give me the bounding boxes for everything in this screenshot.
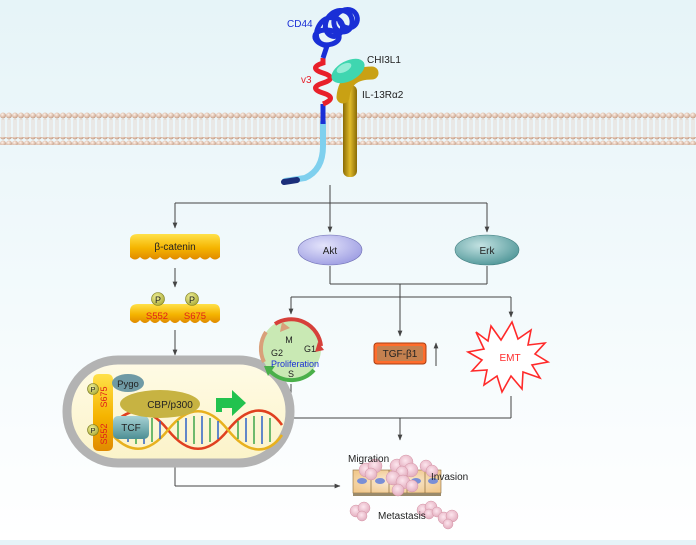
nucleus-phospho-label-1: P	[90, 385, 95, 394]
cd44-label: CD44	[287, 19, 313, 30]
chi3l1-label: CHI3L1	[367, 55, 401, 66]
emt-node: EMT	[465, 320, 551, 395]
phospho-circle-2	[185, 292, 199, 306]
akt-node: Akt	[297, 234, 363, 266]
cbp-label: CBP/p300	[147, 400, 193, 411]
phospho-circle-1	[151, 292, 165, 306]
beta-catenin-node: β-catenin	[130, 234, 220, 260]
cell-cycle-proliferation: Proliferation	[271, 359, 319, 369]
s552-label: S552	[146, 311, 168, 322]
cell-cycle-g2: G2	[271, 348, 283, 358]
cd44-receptor	[281, 7, 360, 185]
beta-catenin-label: β-catenin	[154, 242, 195, 253]
cell-cycle-m: M	[285, 335, 293, 345]
invasion-label: Invasion	[431, 472, 468, 483]
phospho-label-1: P	[155, 295, 161, 305]
nucleus-phospho-1	[87, 383, 99, 395]
tcf-label: TCF	[121, 423, 140, 434]
akt-label: Akt	[323, 246, 338, 257]
transcription-arrow-icon	[216, 390, 246, 416]
nucleus-s552-label: S552	[99, 423, 109, 444]
nucleus-phospho-label-2: P	[90, 426, 95, 435]
pathway-arrows	[172, 185, 514, 489]
chi3l1-protein	[331, 58, 365, 84]
emt-label: EMT	[499, 353, 520, 364]
phospho-beta-catenin-node: P P S552 S675	[130, 292, 220, 323]
tgf-beta1-node: TGF-β1	[373, 342, 439, 366]
s675-label: S675	[184, 311, 206, 322]
nucleus-s675-label: S675	[99, 386, 109, 407]
migration-label: Migration	[348, 454, 389, 465]
metastasis-label: Metastasis	[378, 511, 426, 522]
nucleus-phospho-2	[87, 424, 99, 436]
tgf-beta1-label: TGF-β1	[383, 349, 418, 360]
cell-cycle: M G1 G2 Proliferation S	[258, 317, 324, 383]
cell-cycle-s: S	[288, 369, 294, 379]
transcription-complex: P P S675 S552 TCF CBP/p300 Pygo	[87, 374, 200, 451]
erk-label: Erk	[480, 246, 496, 257]
migrating-cells	[349, 454, 459, 530]
cell-cycle-g1: G1	[304, 344, 316, 354]
pygo-label: Pygo	[117, 379, 139, 390]
v3-label: v3	[301, 75, 312, 86]
phospho-label-2: P	[189, 295, 195, 305]
il13-label: IL-13Rα2	[362, 90, 404, 101]
erk-node: Erk	[454, 234, 520, 266]
